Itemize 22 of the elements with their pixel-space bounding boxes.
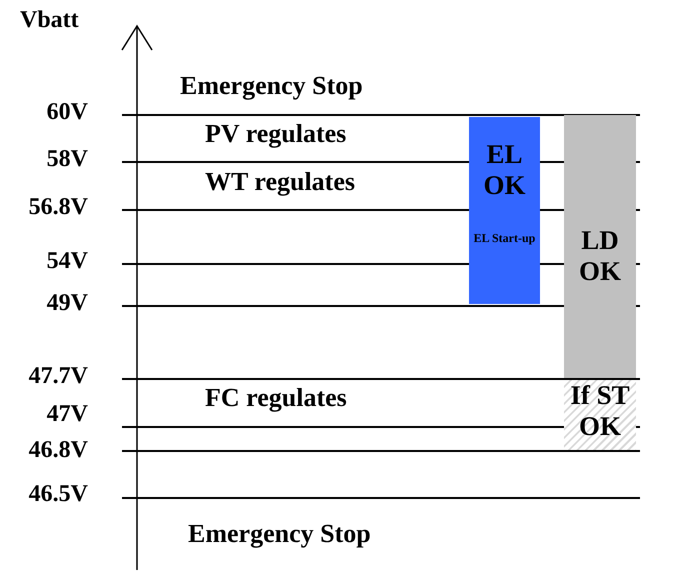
- zone-label: Emergency Stop: [180, 73, 363, 99]
- zone-label: Emergency Stop: [188, 521, 371, 547]
- bar-label: EL OK: [482, 139, 526, 202]
- bar-note: EL Start-up: [474, 231, 536, 246]
- voltage-label: 54V: [46, 249, 88, 273]
- bar-label: If ST OK: [570, 380, 630, 442]
- voltage-label: 46.5V: [28, 482, 88, 506]
- bar-label: LD OK: [578, 225, 622, 288]
- voltage-label: 49V: [46, 291, 88, 315]
- voltage-label: 60V: [46, 100, 88, 124]
- voltage-label: 46.8V: [28, 438, 88, 462]
- zone-label: PV regulates: [205, 121, 346, 147]
- voltage-label: 47.7V: [28, 364, 88, 388]
- hatched-bar: [564, 380, 636, 450]
- status-bar: [564, 115, 636, 378]
- voltage-label: 47V: [46, 402, 88, 426]
- voltage-label: 56.8V: [28, 195, 88, 219]
- axis-label: Vbatt: [20, 8, 79, 32]
- zone-label: FC regulates: [205, 385, 347, 411]
- voltage-label: 58V: [46, 147, 88, 171]
- zone-label: WT regulates: [205, 169, 355, 195]
- status-bar: [469, 117, 540, 304]
